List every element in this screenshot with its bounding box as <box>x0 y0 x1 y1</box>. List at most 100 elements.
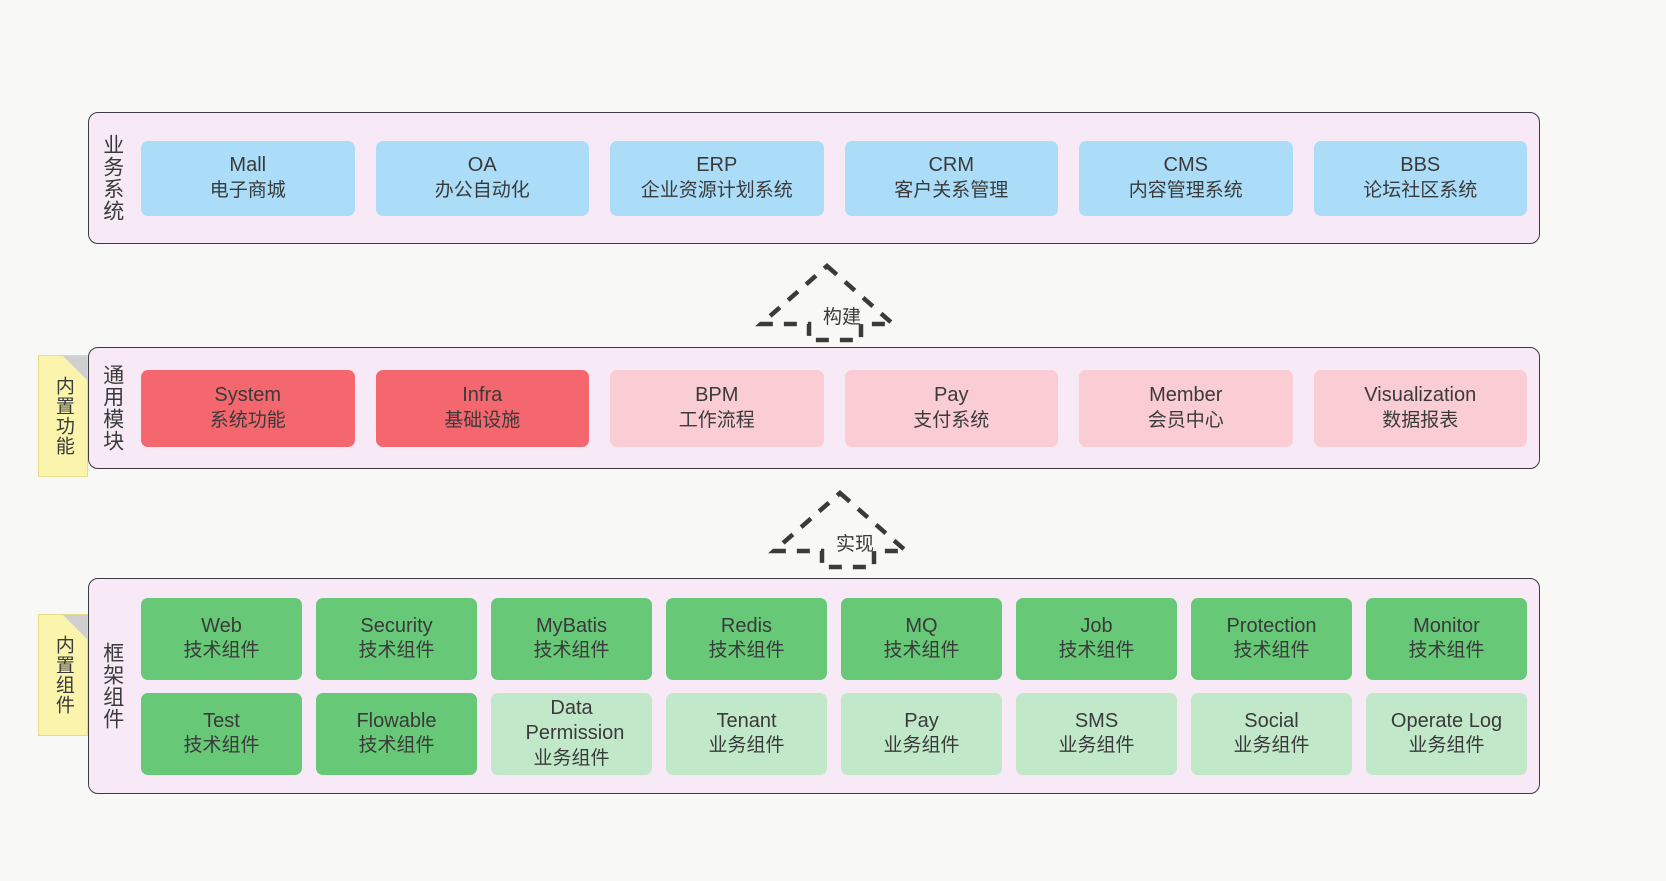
note-fold-corner <box>63 615 87 639</box>
card-oa[interactable]: OA 办公自动化 <box>375 140 589 216</box>
card-mybatis[interactable]: MyBatis 技术组件 <box>491 597 652 680</box>
card-web[interactable]: Web 技术组件 <box>141 597 302 680</box>
layer-body-business-system: Mall 电子商城 OA 办公自动化 ERP 企业资源计划系统 CRM 客户关系… <box>135 113 1539 243</box>
card-cms[interactable]: CMS 内容管理系统 <box>1079 140 1293 216</box>
card-protection[interactable]: Protection 技术组件 <box>1191 597 1352 680</box>
card-mq[interactable]: MQ 技术组件 <box>841 597 1002 680</box>
note-builtin-feature: 内置功能 <box>38 355 88 477</box>
card-redis[interactable]: Redis 技术组件 <box>666 597 827 680</box>
note-builtin-component: 内置组件 <box>38 614 88 736</box>
layer-body-framework-component: Web 技术组件 Security 技术组件 MyBatis 技术组件 Redi… <box>135 579 1539 793</box>
card-title: ERP <box>696 154 738 177</box>
card-title: Test <box>203 709 240 732</box>
card-title: Redis <box>720 614 773 637</box>
card-bpm[interactable]: BPM 工作流程 <box>610 369 824 447</box>
layer-framework-component: 框架组件 Web 技术组件 Security 技术组件 MyBatis 技术组件… <box>88 578 1540 794</box>
card-subtitle: 业务组件 <box>883 735 960 757</box>
card-subtitle: 基础设施 <box>444 409 521 431</box>
card-job[interactable]: Job 技术组件 <box>1016 597 1177 680</box>
implement-arrow: 实现 <box>768 489 912 570</box>
card-title: Security <box>360 614 433 637</box>
card-subtitle: 技术组件 <box>708 640 785 662</box>
card-subtitle: 技术组件 <box>1058 640 1135 662</box>
card-member[interactable]: Member 会员中心 <box>1079 369 1293 447</box>
card-title: Mall <box>229 154 267 177</box>
card-subtitle: 技术组件 <box>883 640 960 662</box>
card-erp[interactable]: ERP 企业资源计划系统 <box>610 140 824 216</box>
card-title: CRM <box>928 154 975 177</box>
card-subtitle: 支付系统 <box>913 409 990 431</box>
layer-common-module: 通用模块 System 系统功能 Infra 基础设施 BPM 工作流程 Pay… <box>88 347 1540 469</box>
card-title: Monitor <box>1413 614 1480 637</box>
layer-title-common-module: 通用模块 <box>100 364 124 452</box>
implement-arrow-label: 实现 <box>836 534 875 555</box>
card-subtitle: 客户关系管理 <box>894 179 1009 201</box>
card-flowable[interactable]: Flowable 技术组件 <box>316 692 477 775</box>
card-tenant[interactable]: Tenant 业务组件 <box>666 692 827 775</box>
card-title: Tenant <box>716 709 777 732</box>
card-subtitle: 技术组件 <box>183 735 260 757</box>
card-title: Flowable <box>356 709 437 732</box>
card-infra[interactable]: Infra 基础设施 <box>375 369 589 447</box>
card-row: System 系统功能 Infra 基础设施 BPM 工作流程 Pay 支付系统… <box>141 369 1527 447</box>
build-arrow-outline <box>755 263 899 343</box>
card-pay[interactable]: Pay 支付系统 <box>844 369 1058 447</box>
card-title: BBS <box>1400 154 1441 177</box>
card-title: SMS <box>1074 709 1119 732</box>
card-title: Pay <box>904 709 939 732</box>
card-subtitle: 数据报表 <box>1382 409 1459 431</box>
card-subtitle: 电子商城 <box>209 179 286 201</box>
layer-title-business-system: 业务系统 <box>100 134 124 222</box>
card-subtitle: 业务组件 <box>1233 735 1310 757</box>
card-subtitle: 会员中心 <box>1147 409 1224 431</box>
card-subtitle: 业务组件 <box>1058 735 1135 757</box>
card-subtitle: 技术组件 <box>533 640 610 662</box>
card-subtitle: 论坛社区系统 <box>1363 179 1478 201</box>
card-title: CMS <box>1163 154 1208 177</box>
card-subtitle: 技术组件 <box>183 640 260 662</box>
card-visualization[interactable]: Visualization 数据报表 <box>1313 369 1527 447</box>
card-subtitle: 业务组件 <box>708 735 785 757</box>
card-row: Mall 电子商城 OA 办公自动化 ERP 企业资源计划系统 CRM 客户关系… <box>141 140 1527 216</box>
card-test[interactable]: Test 技术组件 <box>141 692 302 775</box>
card-monitor[interactable]: Monitor 技术组件 <box>1366 597 1527 680</box>
note-label: 内置功能 <box>52 376 74 456</box>
layer-title-framework-component: 框架组件 <box>100 642 124 730</box>
card-title: Data Permission <box>525 696 625 745</box>
build-arrow: 构建 <box>755 262 899 343</box>
card-subtitle: 业务组件 <box>533 747 610 769</box>
card-subtitle: 技术组件 <box>1233 640 1310 662</box>
card-security[interactable]: Security 技术组件 <box>316 597 477 680</box>
card-title: Operate Log <box>1390 709 1503 732</box>
note-fold-corner <box>63 356 87 380</box>
card-title: Infra <box>462 384 503 407</box>
card-crm[interactable]: CRM 客户关系管理 <box>844 140 1058 216</box>
card-data-permission[interactable]: Data Permission 业务组件 <box>491 692 652 775</box>
card-mall[interactable]: Mall 电子商城 <box>141 140 355 216</box>
card-system[interactable]: System 系统功能 <box>141 369 355 447</box>
layer-body-common-module: System 系统功能 Infra 基础设施 BPM 工作流程 Pay 支付系统… <box>135 348 1539 468</box>
card-subtitle: 工作流程 <box>678 409 755 431</box>
card-title: Social <box>1244 709 1299 732</box>
card-sms[interactable]: SMS 业务组件 <box>1016 692 1177 775</box>
card-title: Web <box>201 614 242 637</box>
card-row: Test 技术组件 Flowable 技术组件 Data Permission … <box>141 692 1527 775</box>
card-bbs[interactable]: BBS 论坛社区系统 <box>1313 140 1527 216</box>
card-operate-log[interactable]: Operate Log 业务组件 <box>1366 692 1527 775</box>
card-social[interactable]: Social 业务组件 <box>1191 692 1352 775</box>
card-subtitle: 企业资源计划系统 <box>640 179 793 201</box>
layer-business-system: 业务系统 Mall 电子商城 OA 办公自动化 ERP 企业资源计划系统 CRM… <box>88 112 1540 244</box>
implement-arrow-outline <box>768 490 912 570</box>
card-title: MyBatis <box>535 614 608 637</box>
card-pay-component[interactable]: Pay 业务组件 <box>841 692 1002 775</box>
card-title: MQ <box>905 614 938 637</box>
note-label: 内置组件 <box>52 635 74 715</box>
card-title: BPM <box>695 384 739 407</box>
card-subtitle: 技术组件 <box>1408 640 1485 662</box>
card-title: Visualization <box>1364 384 1477 407</box>
card-row: Web 技术组件 Security 技术组件 MyBatis 技术组件 Redi… <box>141 597 1527 680</box>
card-subtitle: 办公自动化 <box>434 179 530 201</box>
card-subtitle: 业务组件 <box>1408 735 1485 757</box>
build-arrow-label: 构建 <box>823 307 862 328</box>
